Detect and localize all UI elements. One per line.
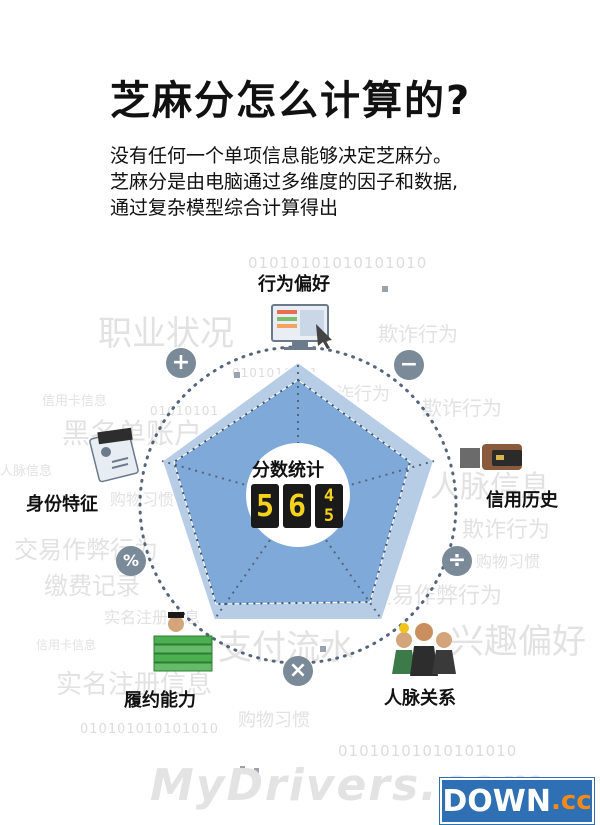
bg-word: 信用卡信息 [42, 394, 108, 409]
bg-word: 欺诈行为 [422, 396, 502, 420]
site-logo[interactable]: DOWN.cc [440, 778, 594, 824]
node-label-right: 信用历史 [486, 490, 558, 511]
score-digit: 6 [283, 484, 311, 528]
bg-word: 兴趣偏好 [450, 622, 586, 662]
bg-word: 欺诈行为 [378, 322, 458, 346]
bg-word: 人脉信息 [430, 470, 550, 505]
bg-word: 购物习惯 [110, 490, 175, 509]
score-display: 5 6 4 5 [251, 484, 345, 528]
score-digit-flipping: 4 5 [315, 484, 343, 528]
intro-line: 通过复杂模型综合计算得出 [110, 197, 339, 219]
score-digit-top: 4 [323, 486, 335, 506]
bg-word: 信用卡信息 [36, 638, 97, 652]
intro-line: 没有任何一个单项信息能够决定芝麻分。 [110, 145, 453, 167]
divide-icon: ÷ [442, 546, 472, 576]
node-label-top: 行为偏好 [258, 274, 330, 295]
minus-icon: − [394, 350, 424, 380]
bg-word: 实名注册信息 [56, 670, 213, 700]
page-title: 芝麻分怎么计算的? [110, 78, 472, 124]
binary-string: 01010101010101010 [248, 254, 428, 272]
intro-line: 芝麻分是由电脑通过多维度的因子和数据, [110, 171, 459, 193]
people-icon [392, 623, 456, 676]
bg-word: 人脉信息 [0, 464, 53, 479]
node-label-bottom-right: 人脉关系 [384, 688, 456, 709]
decor-squares [234, 286, 388, 773]
intro-text: 没有任何一个单项信息能够决定芝麻分。 芝麻分是由电脑通过多维度的因子和数据, 通… [110, 143, 550, 221]
bg-word: 购物习惯 [476, 552, 541, 571]
binary-string: 01010101010101010 [338, 742, 518, 760]
id-card-icon [89, 427, 139, 483]
logo-suffix: .cc [550, 786, 592, 816]
score-title: 分数统计 [252, 460, 324, 481]
money-stack-icon [153, 612, 213, 672]
times-icon: × [283, 656, 313, 686]
percent-icon: % [116, 546, 146, 576]
credit-card-icon [460, 444, 522, 470]
score-digit: 5 [251, 484, 279, 528]
logo-main: DOWN [442, 783, 551, 819]
bg-word: 购物习惯 [238, 710, 310, 731]
bg-word: 欺诈行为 [462, 518, 551, 543]
bg-word: 缴费记录 [44, 572, 140, 600]
node-label-bottom-left: 履约能力 [124, 690, 196, 711]
binary-string: 010101010101010 [80, 722, 220, 737]
bg-word: 职业状况 [98, 314, 234, 354]
monitor-icon [271, 304, 332, 350]
score-digit-bottom: 5 [323, 506, 335, 526]
node-label-left: 身份特征 [26, 494, 98, 515]
plus-icon: + [166, 348, 196, 378]
